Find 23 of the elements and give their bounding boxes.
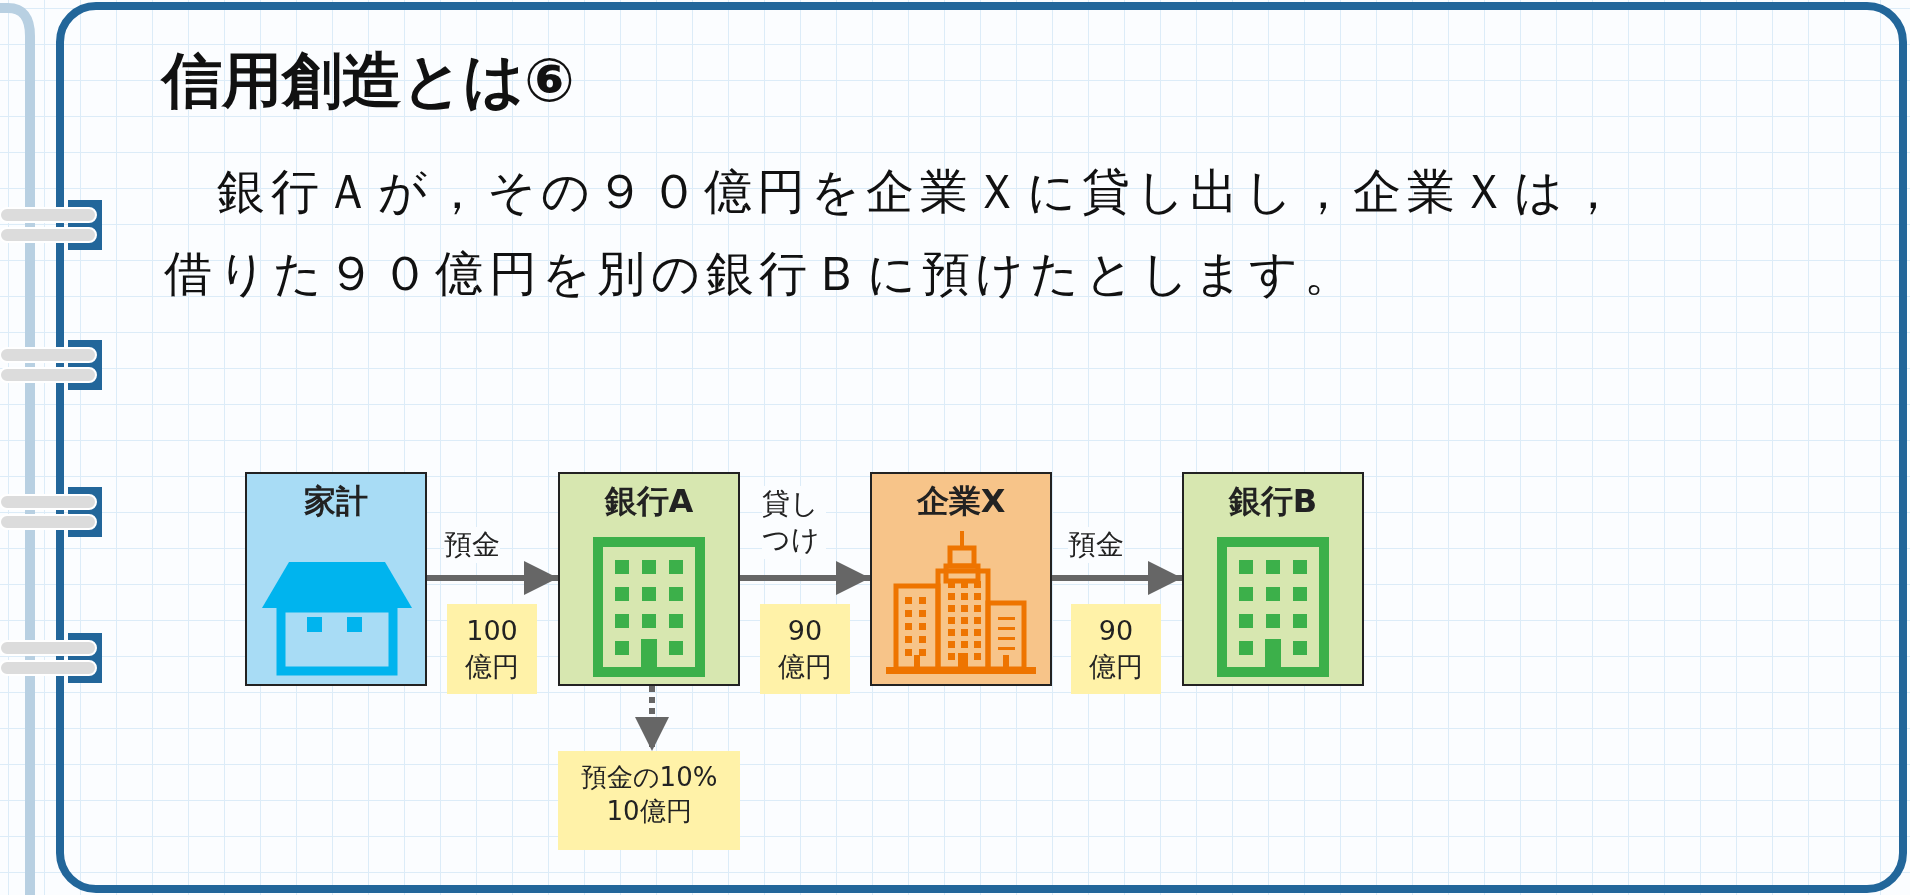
note-text: 10億円 <box>605 794 693 828</box>
body-text: 銀行Ａが，その９０億円を企業Ｘに貸し出し，企業Ｘは，借りた９０億円を別の銀行Ｂに預けたとします。 <box>164 162 1624 303</box>
entity-box <box>1182 472 1364 686</box>
note-box <box>558 751 740 850</box>
amount-label: 90億円 <box>760 604 850 694</box>
arrow <box>427 561 558 595</box>
entity-box <box>870 472 1052 686</box>
amount-label: 90億円 <box>1071 604 1161 694</box>
node-heading: 企業X <box>915 482 1007 521</box>
edge-label: 貸しつけ <box>762 486 826 559</box>
node-heading: 銀行A <box>603 482 695 521</box>
entity-box <box>245 472 427 686</box>
arrow <box>1052 561 1182 595</box>
title: 信用創造とは⑥ <box>162 44 575 116</box>
dashed-arrow <box>635 686 669 751</box>
amount-label: 100億円 <box>447 604 537 694</box>
entity-box <box>558 472 740 686</box>
edge-label: 預金 <box>444 527 500 564</box>
edge-label: 預金 <box>1068 527 1124 564</box>
node-heading: 家計 <box>303 482 369 521</box>
arrow <box>740 561 870 595</box>
node-heading: 銀行B <box>1227 482 1319 521</box>
note-text: 預金の10% <box>579 761 719 794</box>
